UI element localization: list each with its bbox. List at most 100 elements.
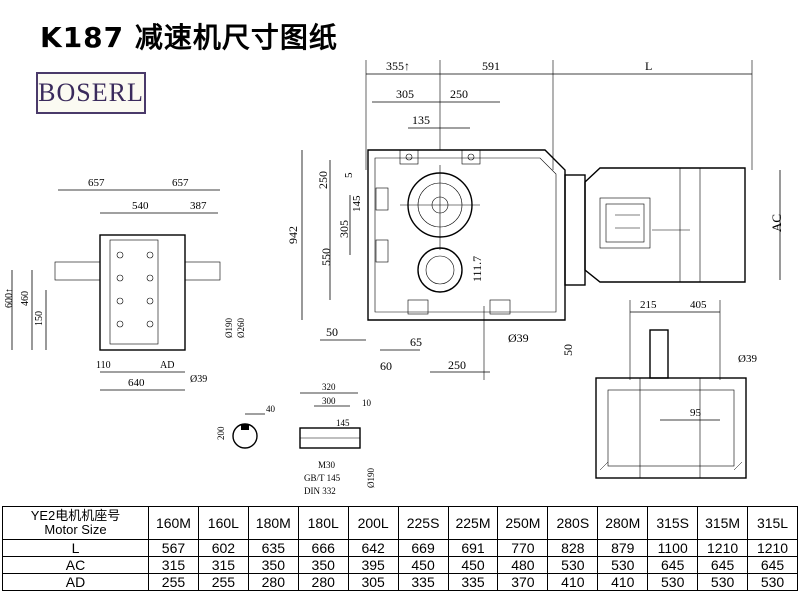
shaft-detail: 40 200 320 300 145 10 M30 GB/T 145 DIN 3… — [216, 382, 376, 496]
table-cell: 450 — [447, 556, 499, 574]
side-view: 355↑ 591 L 305 250 135 942 250 5 — [286, 59, 784, 380]
dim-side-21: 405 — [690, 299, 707, 311]
table-header-row: YE2电机机座号 Motor Size 160M 160L 180M 180L … — [2, 506, 798, 540]
brand-logo-text: BOSERL — [38, 78, 144, 107]
dim-side-10: 305 — [337, 220, 351, 238]
brand-logo: BOSERL — [36, 72, 146, 114]
table-cell: 635 — [247, 539, 299, 557]
dim-shaft-1: 200 — [216, 426, 226, 440]
page-title: K187 减速机尺寸图纸 — [40, 21, 338, 54]
dim-front-0: 657 — [88, 177, 105, 189]
table-cell: 666 — [297, 539, 349, 557]
table-cell: 645 — [647, 556, 699, 574]
dim-side-16: 250 — [448, 358, 466, 372]
table-cell: 255 — [197, 573, 249, 591]
table-cell: 335 — [397, 573, 449, 591]
dim-shaft-9: Ø190 — [366, 468, 376, 488]
table-header-label: YE2电机机座号 Motor Size — [2, 506, 149, 540]
size-cell: 280M — [597, 506, 649, 540]
table-cell: 280 — [297, 573, 349, 591]
dim-side-23: 95 — [690, 407, 702, 419]
table-cell: 530 — [747, 573, 798, 591]
table-cell: 395 — [347, 556, 399, 574]
dim-front-9: 640 — [128, 377, 145, 389]
dim-side-11: 145 — [351, 195, 363, 212]
dim-side-14: 60 — [380, 359, 392, 373]
size-cell: 180L — [297, 506, 349, 540]
dim-front-3: 387 — [190, 200, 207, 212]
size-cell: 200L — [347, 506, 399, 540]
dim-side-17: Ø39 — [508, 331, 529, 345]
dim-shaft-5: 10 — [362, 398, 372, 408]
row-label: L — [2, 539, 149, 557]
table-row: AC 315 315 350 350 395 450 450 480 530 5… — [2, 556, 798, 574]
table-cell: 450 — [397, 556, 449, 574]
table-cell: 305 — [347, 573, 399, 591]
motor-size-table: YE2电机机座号 Motor Size 160M 160L 180M 180L … — [2, 506, 798, 591]
table-cell: 335 — [447, 573, 499, 591]
row-label: AD — [2, 573, 149, 591]
table-cell: 530 — [697, 573, 749, 591]
size-cell: 315M — [697, 506, 749, 540]
dim-side-3: 305 — [396, 87, 414, 101]
dim-side-7: 5 — [343, 172, 355, 178]
table-cell: 567 — [148, 539, 199, 557]
front-view: 657 657 540 387 600↑ 460 150 110 AD 640 … — [4, 177, 246, 391]
table-row: AD 255 255 280 280 305 335 335 370 410 4… — [2, 573, 798, 591]
size-cell: 180M — [247, 506, 299, 540]
dim-shaft-6: M30 — [318, 460, 336, 470]
table-cell: 1100 — [647, 539, 699, 557]
size-cell: 315L — [747, 506, 798, 540]
dim-side-22: Ø39 — [738, 353, 757, 365]
dim-side-4: 250 — [450, 87, 468, 101]
row-label: AC — [2, 556, 149, 574]
table-row: L 567 602 635 666 642 669 691 770 828 87… — [2, 539, 798, 557]
dim-front-1: 657 — [172, 177, 189, 189]
dim-front-2: 540 — [132, 200, 149, 212]
table-cell: 410 — [547, 573, 599, 591]
table-cell: 255 — [148, 573, 199, 591]
size-cell: 225S — [397, 506, 449, 540]
dim-front-10: Ø39 — [190, 374, 207, 385]
dim-side-1: 591 — [482, 59, 500, 73]
dim-side-9: 550 — [319, 248, 333, 266]
dim-front-7: 110 — [96, 360, 111, 371]
table-cell: 480 — [497, 556, 549, 574]
dim-side-6: 250 — [316, 171, 330, 189]
table-cell: 828 — [547, 539, 599, 557]
dim-shaft-7: GB/T 145 — [304, 473, 341, 483]
dim-side-15: 65 — [410, 335, 422, 349]
dim-side-20: 215 — [640, 299, 657, 311]
dim-side-18: AC — [769, 214, 784, 232]
table-cell: 530 — [647, 573, 699, 591]
table-cell: 879 — [597, 539, 649, 557]
dim-shaft-8: DIN 332 — [304, 486, 336, 496]
dim-side-12: 111.7 — [470, 256, 484, 282]
table-cell: 645 — [697, 556, 749, 574]
table-cell: 530 — [597, 556, 649, 574]
dim-side-19: 50 — [561, 344, 575, 356]
dim-shaft-0: 40 — [266, 404, 276, 414]
technical-drawing: 355↑ 591 L 305 250 135 942 250 5 — [4, 59, 784, 496]
dim-side-13: 50 — [326, 325, 338, 339]
table-cell: 602 — [197, 539, 249, 557]
dim-side-0: 355↑ — [386, 59, 410, 73]
dim-front-5: 600↑ — [4, 288, 15, 308]
size-cell: 250M — [497, 506, 549, 540]
table-cell: 410 — [597, 573, 649, 591]
table-cell: 642 — [347, 539, 399, 557]
dim-front-4: 460 — [20, 291, 31, 306]
dim-side-2: L — [645, 59, 652, 73]
size-cell: 160L — [197, 506, 249, 540]
dim-shaft-4: 145 — [336, 418, 350, 428]
table-cell: 770 — [497, 539, 549, 557]
table-cell: 315 — [197, 556, 249, 574]
size-cell: 160M — [148, 506, 199, 540]
table-cell: 370 — [497, 573, 549, 591]
dim-front-12: Ø260 — [236, 318, 246, 338]
table-cell: 1210 — [697, 539, 749, 557]
dim-front-11: Ø190 — [224, 318, 234, 338]
table-cell: 530 — [547, 556, 599, 574]
table-cell: 350 — [247, 556, 299, 574]
table-cell: 645 — [747, 556, 798, 574]
